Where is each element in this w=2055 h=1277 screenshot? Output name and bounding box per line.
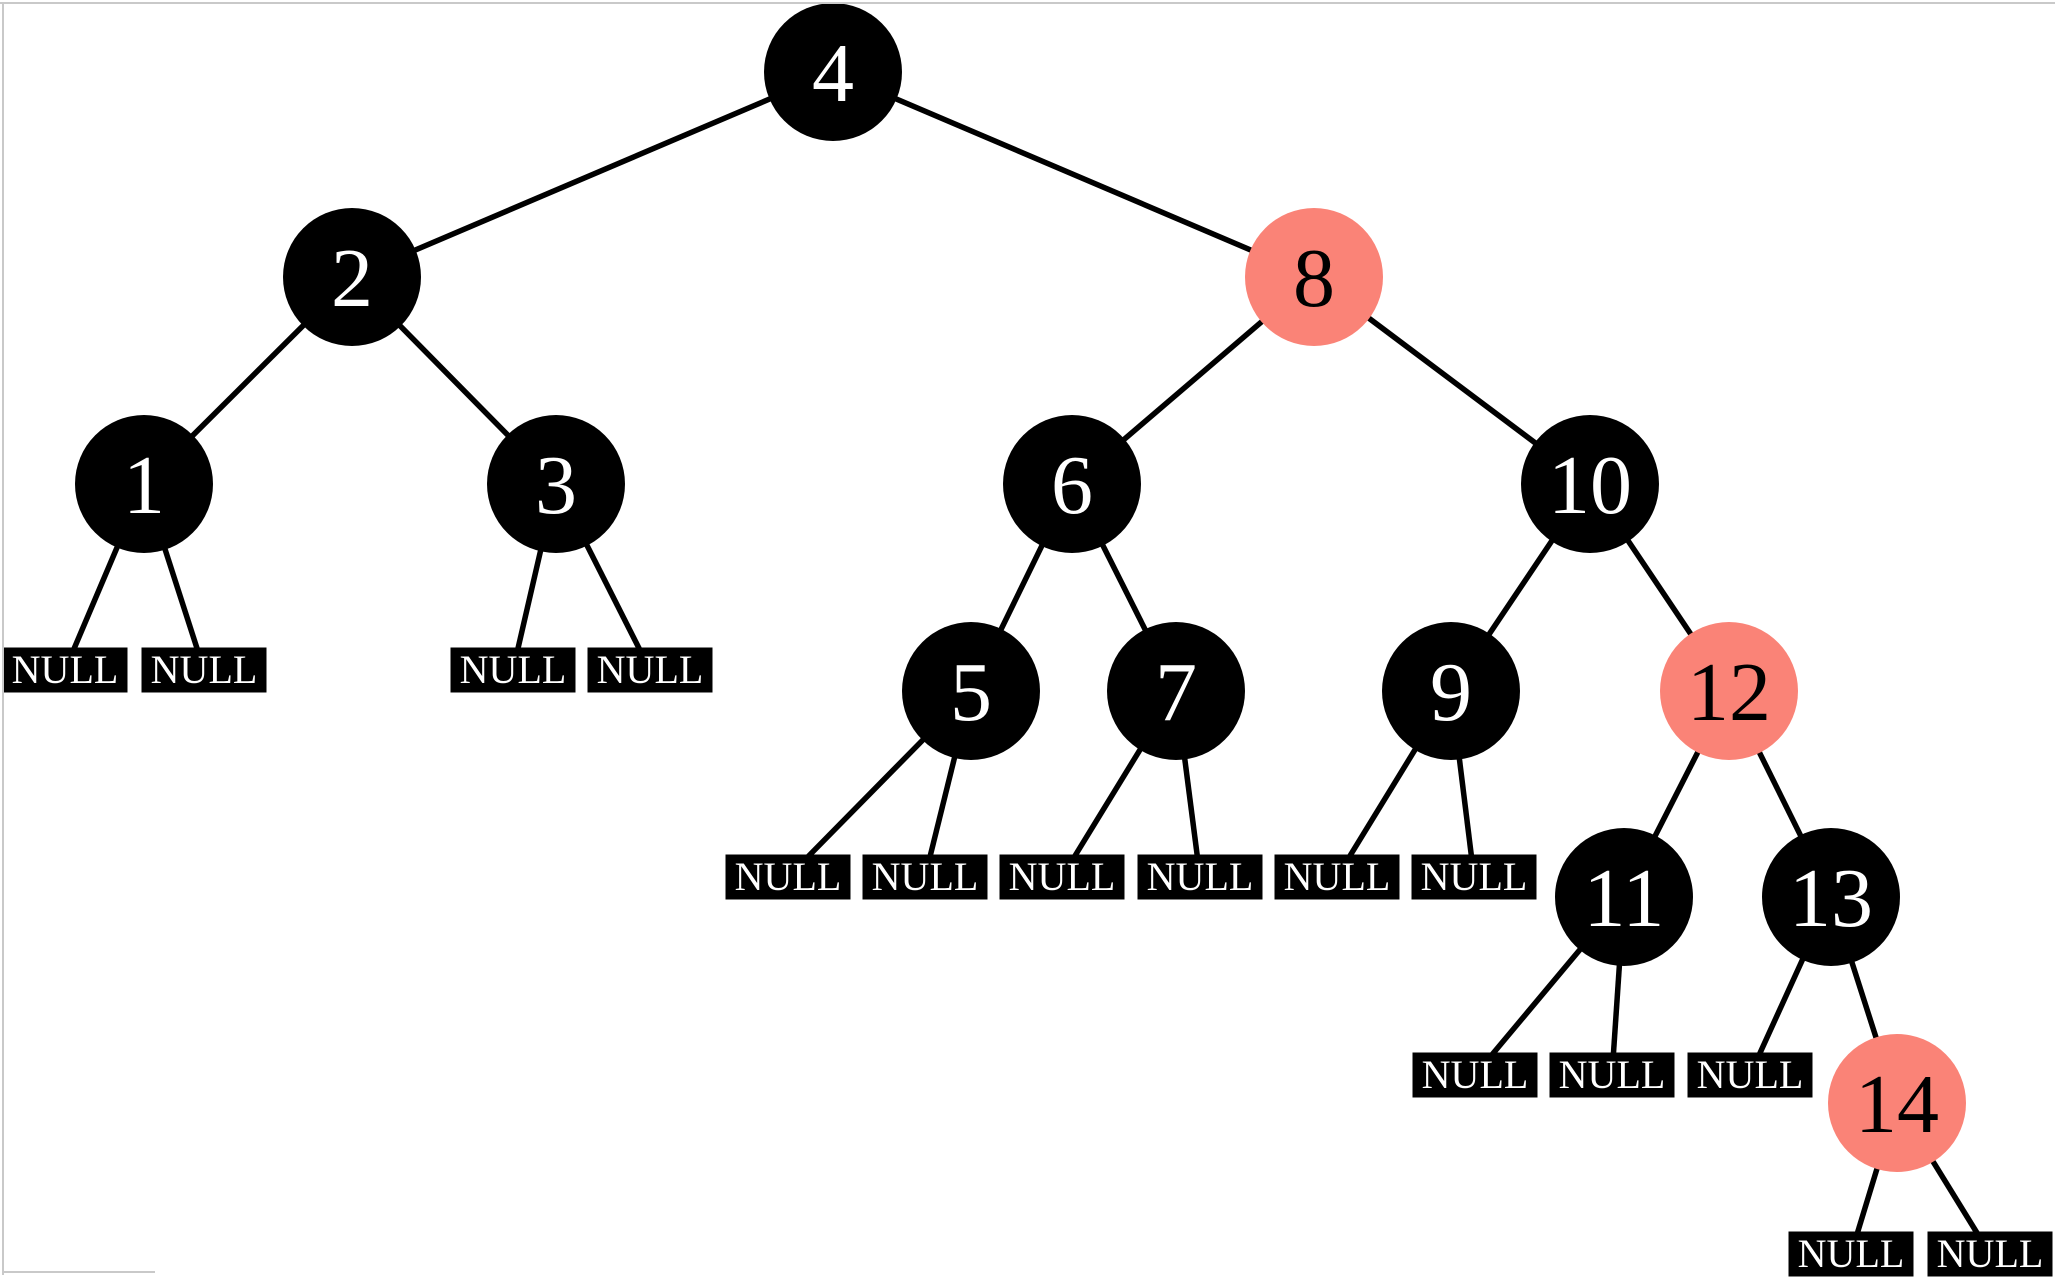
tree-node-1: 1 bbox=[75, 415, 213, 553]
null-leaf-box bbox=[1412, 1052, 1538, 1098]
null-leaf-box bbox=[2, 647, 128, 693]
tree-node-5: 5 bbox=[902, 622, 1040, 760]
tree-node-label-4: 4 bbox=[812, 27, 854, 120]
null-leaf-null-14R: NULL bbox=[1927, 1231, 2053, 1277]
null-leaf-box bbox=[999, 854, 1125, 900]
tree-node-2: 2 bbox=[283, 208, 421, 346]
null-leaf-label: NULL bbox=[872, 854, 979, 899]
null-leaf-box bbox=[1411, 854, 1537, 900]
black-node-circle-6 bbox=[1003, 415, 1141, 553]
tree-node-label-5: 5 bbox=[950, 646, 992, 739]
null-leaf-label: NULL bbox=[1009, 854, 1116, 899]
black-node-circle-10 bbox=[1521, 415, 1659, 553]
tree-node-label-13: 13 bbox=[1789, 852, 1873, 945]
null-leaf-label: NULL bbox=[1559, 1052, 1666, 1097]
tree-node-label-8: 8 bbox=[1293, 232, 1335, 325]
null-leaf-label: NULL bbox=[1147, 854, 1254, 899]
null-leaf-label: NULL bbox=[1937, 1231, 2044, 1276]
tree-node-label-3: 3 bbox=[535, 439, 577, 532]
null-leaf-box bbox=[450, 647, 576, 693]
null-leaf-box bbox=[587, 647, 713, 693]
red-node-circle-8 bbox=[1245, 208, 1383, 346]
null-leaf-label: NULL bbox=[1422, 1052, 1529, 1097]
null-leaf-box bbox=[1274, 854, 1400, 900]
black-node-circle-5 bbox=[902, 622, 1040, 760]
tree-node-8: 8 bbox=[1245, 208, 1383, 346]
null-leaf-label: NULL bbox=[597, 647, 704, 692]
null-leaf-label: NULL bbox=[12, 647, 119, 692]
null-leaves: NULL NULL NULL NULL NULL NULL NULL NULL NULL NULL… bbox=[2, 647, 2053, 1277]
null-leaf-label: NULL bbox=[151, 647, 258, 692]
tree-node-label-2: 2 bbox=[331, 232, 373, 325]
tree-node-label-11: 11 bbox=[1584, 852, 1665, 945]
tree-node-10: 10 bbox=[1521, 415, 1659, 553]
null-leaf-null-1L: NULL bbox=[2, 647, 128, 693]
null-leaf-box bbox=[1927, 1231, 2053, 1277]
null-leaf-null-3L: NULL bbox=[450, 647, 576, 693]
black-node-circle-2 bbox=[283, 208, 421, 346]
null-leaf-box bbox=[725, 854, 851, 900]
null-leaf-null-9L: NULL bbox=[1274, 854, 1400, 900]
null-leaf-box bbox=[1137, 854, 1263, 900]
null-leaf-null-5L: NULL bbox=[725, 854, 851, 900]
red-node-circle-12 bbox=[1660, 622, 1798, 760]
black-node-circle-7 bbox=[1107, 622, 1245, 760]
null-leaf-box bbox=[862, 854, 988, 900]
tree-node-label-6: 6 bbox=[1051, 439, 1093, 532]
null-leaf-label: NULL bbox=[735, 854, 842, 899]
black-node-circle-13 bbox=[1762, 828, 1900, 966]
black-node-circle-11 bbox=[1555, 828, 1693, 966]
tree-node-9: 9 bbox=[1382, 622, 1520, 760]
null-leaf-null-5R: NULL bbox=[862, 854, 988, 900]
null-leaf-label: NULL bbox=[1421, 854, 1528, 899]
black-node-circle-9 bbox=[1382, 622, 1520, 760]
null-leaf-box bbox=[1549, 1052, 1675, 1098]
null-leaf-null-3R: NULL bbox=[587, 647, 713, 693]
tree-node-13: 13 bbox=[1762, 828, 1900, 966]
tree-node-3: 3 bbox=[487, 415, 625, 553]
tree-edge-4-8 bbox=[831, 69, 1316, 280]
null-leaf-null-1R: NULL bbox=[141, 647, 267, 693]
tree-node-11: 11 bbox=[1555, 828, 1693, 966]
red-node-circle-14 bbox=[1828, 1034, 1966, 1172]
tree-node-label-7: 7 bbox=[1155, 646, 1197, 739]
tree-node-label-14: 14 bbox=[1855, 1058, 1939, 1151]
null-leaf-label: NULL bbox=[1798, 1231, 1905, 1276]
null-leaf-null-11L: NULL bbox=[1412, 1052, 1538, 1098]
tree-node-label-1: 1 bbox=[123, 439, 165, 532]
tree-node-label-12: 12 bbox=[1687, 646, 1771, 739]
black-node-circle-1 bbox=[75, 415, 213, 553]
tree-node-6: 6 bbox=[1003, 415, 1141, 553]
tree-node-12: 12 bbox=[1660, 622, 1798, 760]
tree-edge-4-2 bbox=[350, 69, 835, 280]
tree-node-14: 14 bbox=[1828, 1034, 1966, 1172]
tree-node-7: 7 bbox=[1107, 622, 1245, 760]
tree-node-label-9: 9 bbox=[1430, 646, 1472, 739]
null-leaf-label: NULL bbox=[1697, 1052, 1804, 1097]
tree-node-4: 4 bbox=[764, 3, 902, 141]
black-node-circle-3 bbox=[487, 415, 625, 553]
null-leaf-null-14L: NULL bbox=[1788, 1231, 1914, 1277]
black-node-circle-4 bbox=[764, 3, 902, 141]
null-leaf-label: NULL bbox=[1284, 854, 1391, 899]
null-leaf-null-11R: NULL bbox=[1549, 1052, 1675, 1098]
null-leaf-null-9R: NULL bbox=[1411, 854, 1537, 900]
null-leaf-box bbox=[1788, 1231, 1914, 1277]
null-leaf-null-13L: NULL bbox=[1687, 1052, 1813, 1098]
null-leaf-label: NULL bbox=[460, 647, 567, 692]
null-leaf-box bbox=[141, 647, 267, 693]
null-leaf-null-7R: NULL bbox=[1137, 854, 1263, 900]
tree-node-label-10: 10 bbox=[1548, 439, 1632, 532]
null-leaf-box bbox=[1687, 1052, 1813, 1098]
null-leaf-null-7L: NULL bbox=[999, 854, 1125, 900]
